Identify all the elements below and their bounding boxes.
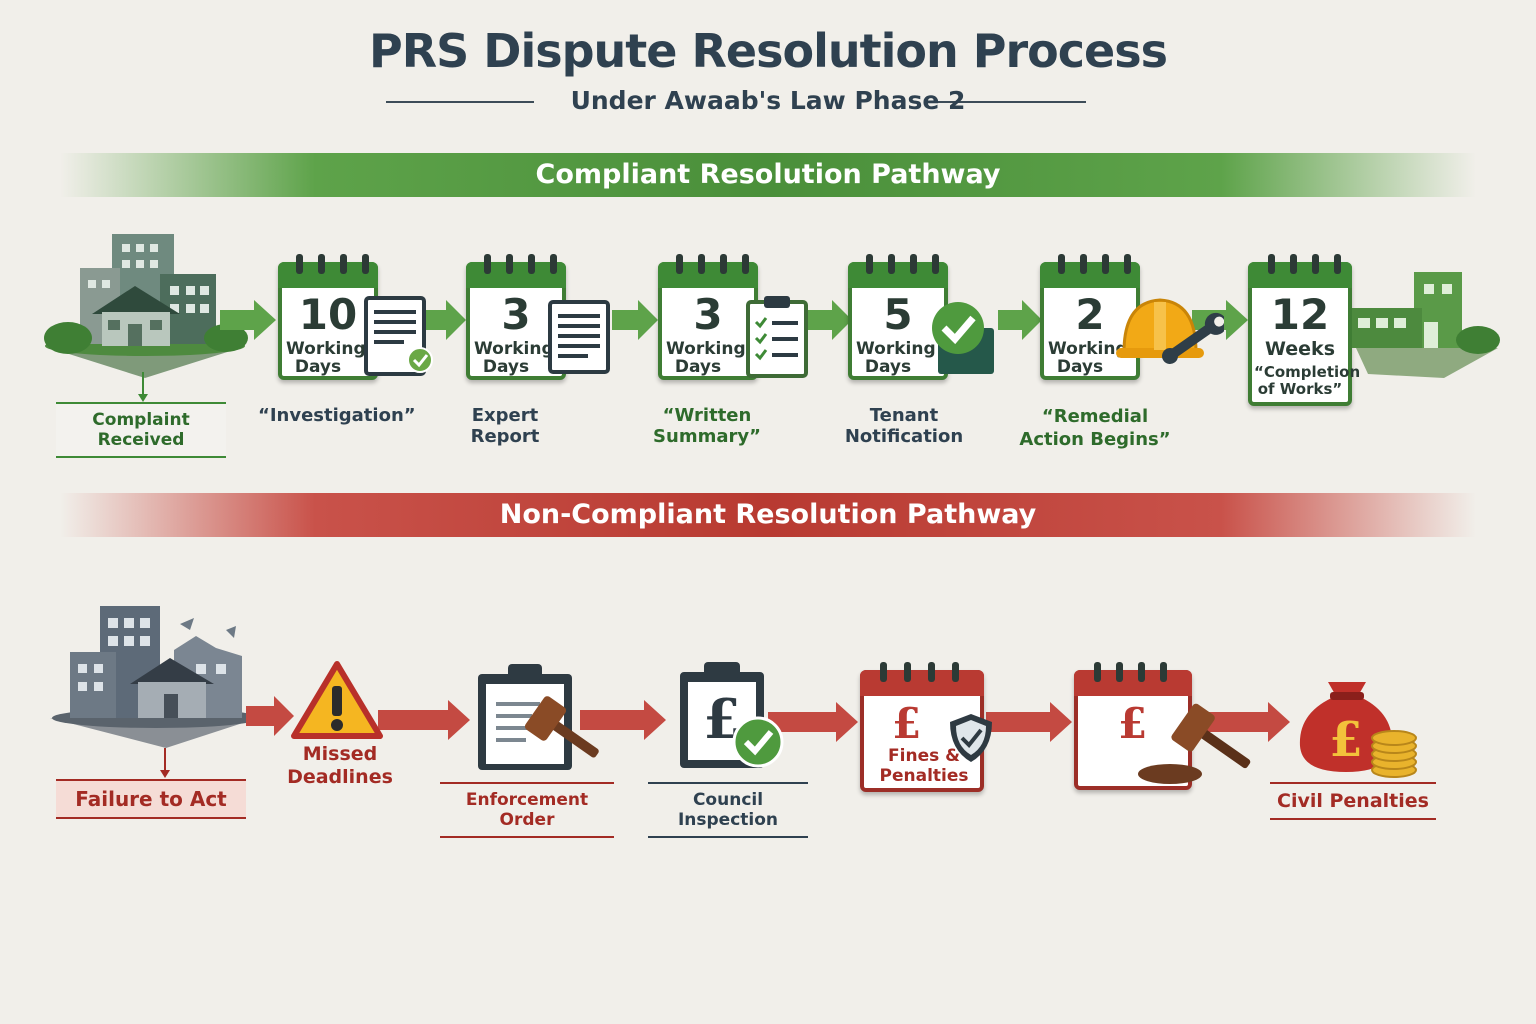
step-duration-unit: Working Days: [1048, 339, 1128, 377]
page-title: PRS Dispute Resolution Process: [369, 24, 1168, 78]
civil-penalties-label: Civil Penalties: [1270, 782, 1436, 820]
document-icon: [548, 300, 610, 374]
completed-buildings-icon: [1352, 272, 1500, 378]
arrow-right-icon: [580, 700, 666, 740]
arrow-right-icon: [220, 300, 276, 340]
buildings-icon: [44, 234, 248, 378]
checklist-clipboard-icon: [746, 296, 808, 378]
checkmark-badge-icon: [932, 302, 994, 374]
arrow-right-icon: [768, 702, 858, 742]
step-duration-number: 2: [1075, 290, 1105, 339]
step-duration-number: 12: [1270, 290, 1330, 339]
subtitle-rule-left: [386, 101, 534, 103]
warning-triangle-icon: [291, 661, 383, 739]
fines-penalties-label: Fines & Penalties: [879, 746, 969, 786]
step-duration-number: 3: [501, 290, 531, 339]
arrow-right-icon: [420, 300, 466, 340]
shield-check-icon: [950, 714, 992, 762]
complaint-received-label: Complaint Received: [56, 402, 226, 458]
failure-to-act-label: Failure to Act: [56, 779, 246, 819]
step-label-expert-report: Expert Report: [470, 405, 540, 447]
step-label-written-summary: “Written Summary”: [653, 405, 761, 447]
document-certificate-icon: [364, 296, 433, 376]
noncompliant-pathway-heading: Non-Compliant Resolution Pathway: [60, 493, 1476, 537]
arrow-right-icon: [998, 300, 1042, 340]
arrow-right-icon: [612, 300, 658, 340]
step-label-remedial-action: “Remedial Action Begins”: [1019, 406, 1171, 450]
pound-symbol: £: [1118, 699, 1148, 748]
step-duration-number: 5: [883, 290, 913, 339]
damaged-buildings-icon: [50, 606, 260, 748]
calendar-icon: 5 Working Days: [848, 254, 948, 380]
step-duration-number: 3: [693, 290, 723, 339]
clipboard-pound-check-icon: £: [680, 662, 784, 768]
pound-symbol: £: [892, 699, 922, 748]
arrow-right-icon: [246, 696, 294, 736]
arrow-right-icon: [986, 702, 1072, 742]
calendar-icon: 3 Working Days: [658, 254, 758, 380]
arrow-right-icon: [1200, 702, 1290, 742]
calendar-icon: 12 Weeks “Completion of Works”: [1248, 254, 1361, 406]
compliant-pathway-heading: Compliant Resolution Pathway: [60, 153, 1476, 197]
money-bag-icon: £: [1299, 682, 1417, 778]
calendar-icon: 2 Working Days: [1040, 254, 1140, 380]
step-duration-number: 10: [298, 290, 358, 339]
completion-of-works-note: “Completion of Works”: [1254, 363, 1361, 398]
enforcement-order-label: Enforcement Order: [440, 782, 614, 838]
gavel-icon: [1138, 703, 1251, 784]
step-duration-unit: Working Days: [856, 339, 936, 377]
step-duration-unit: Working Days: [666, 339, 746, 377]
arrow-right-icon: [808, 300, 852, 340]
pound-symbol: £: [1329, 712, 1362, 768]
subtitle-wrap: Under Awaab's Law Phase 2: [0, 86, 1536, 115]
step-duration-unit: Working Days: [286, 339, 366, 377]
subtitle-rule-right: [938, 101, 1086, 103]
step-label-investigation: “Investigation”: [258, 405, 416, 426]
step-duration-unit: Weeks: [1265, 338, 1335, 360]
down-arrow-icon: [160, 748, 170, 778]
step-duration-unit: Working Days: [474, 339, 554, 377]
arrow-right-icon: [378, 700, 470, 740]
missed-deadlines-label: Missed Deadlines: [287, 743, 393, 788]
page-subtitle: Under Awaab's Law Phase 2: [570, 86, 966, 115]
council-inspection-label: Council Inspection: [648, 782, 808, 838]
down-arrow-icon: [138, 372, 148, 402]
step-label-tenant-notification: Tenant Notification: [844, 405, 964, 447]
clipboard-gavel-icon: [478, 664, 599, 770]
hard-hat-wrench-icon: [1116, 298, 1224, 364]
